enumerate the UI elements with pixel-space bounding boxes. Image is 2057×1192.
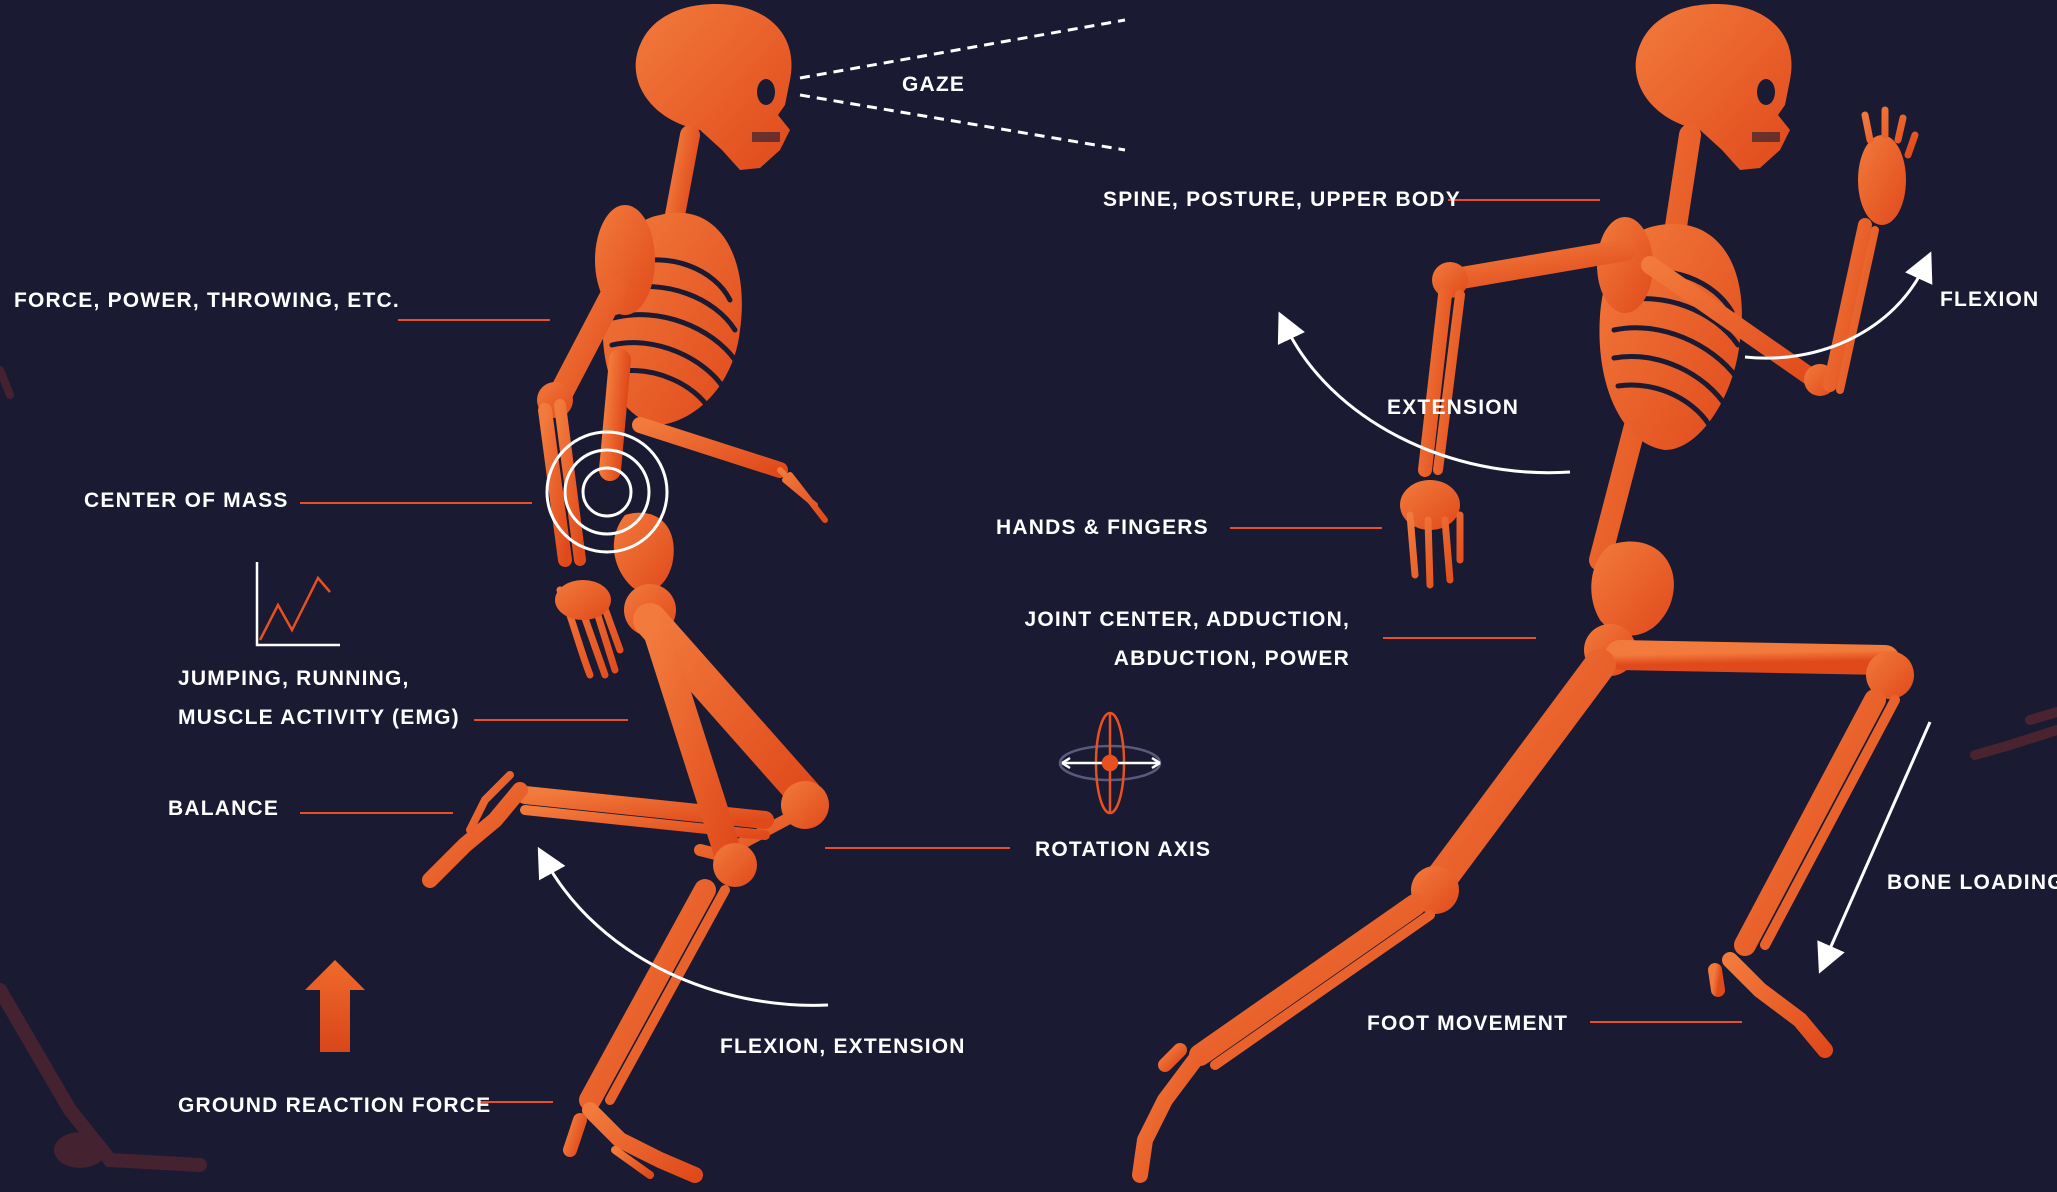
label-joint-line2: ABDUCTION, POWER — [1114, 647, 1350, 671]
label-jumping-line1: JUMPING, RUNNING, — [178, 667, 410, 691]
label-extension: EXTENSION — [1387, 396, 1519, 420]
label-spine-posture: SPINE, POSTURE, UPPER BODY — [1103, 188, 1461, 212]
line-graph-icon — [257, 562, 340, 645]
skeleton-left — [430, 4, 829, 1175]
label-center-of-mass: CENTER OF MASS — [84, 489, 289, 513]
label-force-power: FORCE, POWER, THROWING, ETC. — [14, 289, 400, 313]
label-hands-fingers: HANDS & FINGERS — [996, 516, 1209, 540]
label-flexion-extension: FLEXION, EXTENSION — [720, 1035, 966, 1059]
label-balance: BALANCE — [168, 797, 279, 821]
rotation-axis-icon — [1060, 712, 1160, 813]
skeleton-right — [1140, 4, 1915, 1175]
label-foot-movement: FOOT MOVEMENT — [1367, 1012, 1568, 1036]
up-arrow-icon — [305, 960, 365, 1052]
label-flexion: FLEXION — [1940, 288, 2039, 312]
label-ground-reaction: GROUND REACTION FORCE — [178, 1094, 491, 1118]
label-jumping-line2: MUSCLE ACTIVITY (EMG) — [178, 706, 460, 730]
label-bone-loading: BONE LOADING — [1887, 871, 2057, 895]
label-rotation-axis: ROTATION AXIS — [1035, 838, 1211, 862]
leader-lines — [300, 200, 1742, 1102]
label-gaze: GAZE — [902, 73, 965, 97]
target-circles-icon — [547, 432, 667, 552]
ghost-skeleton-right — [1975, 712, 2057, 755]
label-joint-line1: JOINT CENTER, ADDUCTION, — [1024, 608, 1350, 632]
